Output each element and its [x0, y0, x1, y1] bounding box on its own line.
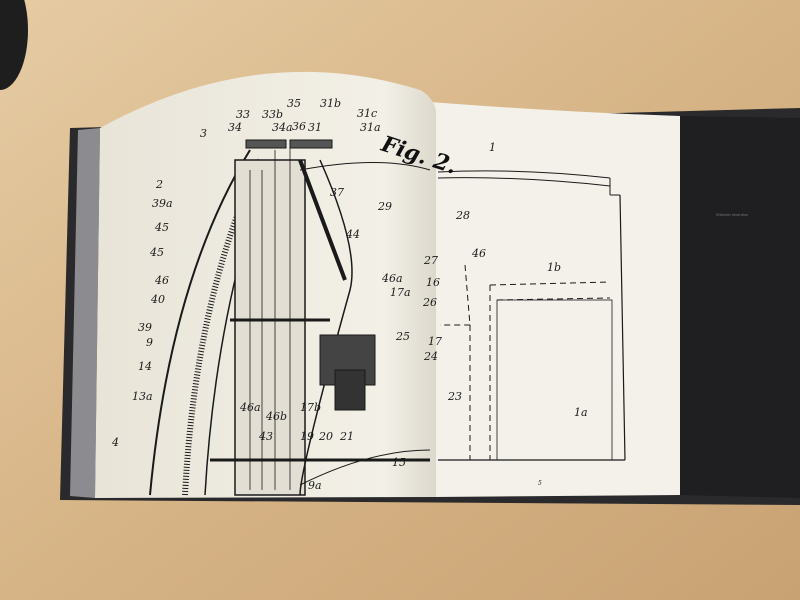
part-label: 40: [150, 293, 165, 306]
part-label: 9a: [308, 479, 322, 492]
part-label: 13a: [132, 390, 153, 403]
part-label: 17: [428, 335, 442, 348]
part-label: 3: [200, 127, 207, 140]
part-label: 36: [292, 120, 306, 133]
part-label: 28: [455, 209, 470, 222]
part-label: 45: [149, 246, 164, 259]
dark-object: [0, 0, 28, 90]
part-label: 46a: [381, 272, 403, 285]
part-label: 31c: [357, 107, 377, 120]
part-label: 19: [300, 430, 314, 443]
part-label: 39: [138, 321, 152, 334]
part-label: 4: [111, 436, 119, 449]
part-label: 33b: [262, 108, 283, 121]
page-edges: [70, 128, 100, 498]
patent-drawing: [149, 139, 626, 496]
part-label: 27: [423, 254, 438, 267]
part-label: 17b: [300, 401, 321, 414]
part-label: 43: [258, 430, 273, 443]
part-label: 33: [236, 108, 250, 121]
part-label: 39a: [152, 197, 173, 210]
part-label: 34a: [272, 121, 293, 134]
part-label: 20: [318, 430, 333, 443]
part-label: 45: [154, 221, 169, 234]
part-label: 31: [308, 121, 322, 134]
part-label: 31b: [320, 97, 341, 110]
part-label: 46: [154, 274, 169, 287]
part-label: 1b: [547, 261, 561, 274]
part-label: 15: [392, 456, 406, 469]
right-dark-panel: [680, 116, 800, 498]
part-label: 17a: [390, 286, 411, 299]
part-label: 21: [339, 430, 354, 443]
part-label: 1: [489, 141, 496, 154]
part-label: 25: [395, 330, 410, 343]
part-label: 46: [471, 247, 486, 260]
part-label: 37: [330, 186, 344, 199]
part-label: 16: [426, 276, 440, 289]
part-label: 24: [423, 350, 438, 363]
part-label: 46b: [265, 410, 287, 423]
part-label: 9: [146, 336, 153, 349]
part-label: 1a: [574, 406, 588, 419]
part-labels: 33 33b 35 31b 31c 31a 34 34a 36 31 3 1 2…: [111, 97, 588, 492]
part-label: 31a: [360, 121, 381, 134]
panel-caption: Wheeler invention: [716, 212, 748, 217]
part-label: 35: [287, 97, 301, 110]
part-label: 44: [345, 228, 360, 241]
part-label: 29: [377, 200, 392, 213]
part-label: 26: [422, 296, 437, 309]
part-label: 5: [538, 480, 542, 487]
part-label: 46a: [239, 401, 261, 414]
part-label: 14: [138, 360, 152, 373]
part-label: 34: [228, 121, 242, 134]
right-page: [430, 102, 680, 497]
part-label: 23: [447, 390, 462, 403]
part-label: 2: [155, 178, 163, 191]
